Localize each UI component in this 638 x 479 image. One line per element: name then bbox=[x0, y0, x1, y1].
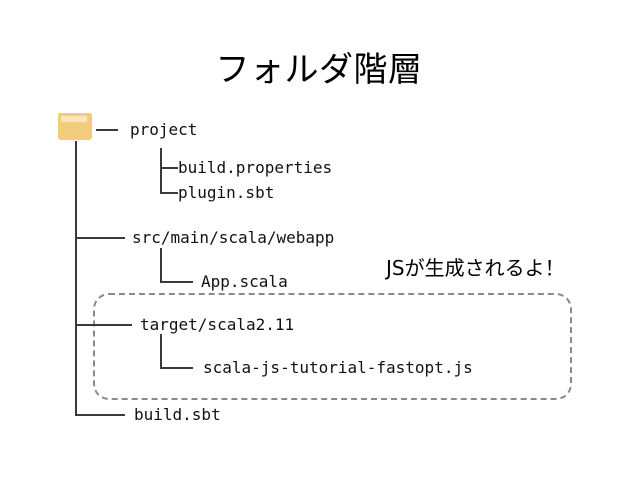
annotation-text: JSが生成されるよ！ bbox=[386, 256, 565, 280]
tree-trunk-line bbox=[75, 141, 77, 416]
branch-spine-project bbox=[160, 148, 162, 194]
tree-node-fastopt-js[interactable]: scala-js-tutorial-fastopt.js bbox=[203, 358, 473, 377]
folder-icon bbox=[58, 113, 92, 140]
tree-node-project[interactable]: project bbox=[130, 120, 198, 139]
tree-node-plugin-sbt[interactable]: plugin.sbt bbox=[178, 183, 275, 202]
tree-node-build-sbt[interactable]: build.sbt bbox=[134, 405, 221, 424]
tree-node-build-properties[interactable]: build.properties bbox=[178, 158, 333, 177]
tree-node-target-scala211[interactable]: target/scala2.11 bbox=[140, 315, 295, 334]
branch-connector-app-scala bbox=[160, 281, 193, 283]
branch-connector-target bbox=[75, 324, 132, 326]
connector-folder-to-project bbox=[96, 129, 118, 131]
branch-connector-fastopt-js bbox=[160, 367, 193, 369]
branch-connector-build-sbt bbox=[75, 414, 125, 416]
tree-node-src-main-scala-webapp[interactable]: src/main/scala/webapp bbox=[132, 228, 335, 247]
branch-spine-target bbox=[160, 334, 162, 369]
branch-connector-build-properties bbox=[160, 167, 178, 169]
folder-icon-tab bbox=[61, 116, 87, 122]
page-title: フォルダ階層 bbox=[215, 50, 423, 90]
highlight-box bbox=[93, 293, 572, 400]
branch-spine-src bbox=[160, 248, 162, 283]
branch-connector-src bbox=[75, 237, 125, 239]
tree-node-app-scala[interactable]: App.scala bbox=[201, 272, 288, 291]
branch-connector-plugin-sbt bbox=[160, 192, 178, 194]
